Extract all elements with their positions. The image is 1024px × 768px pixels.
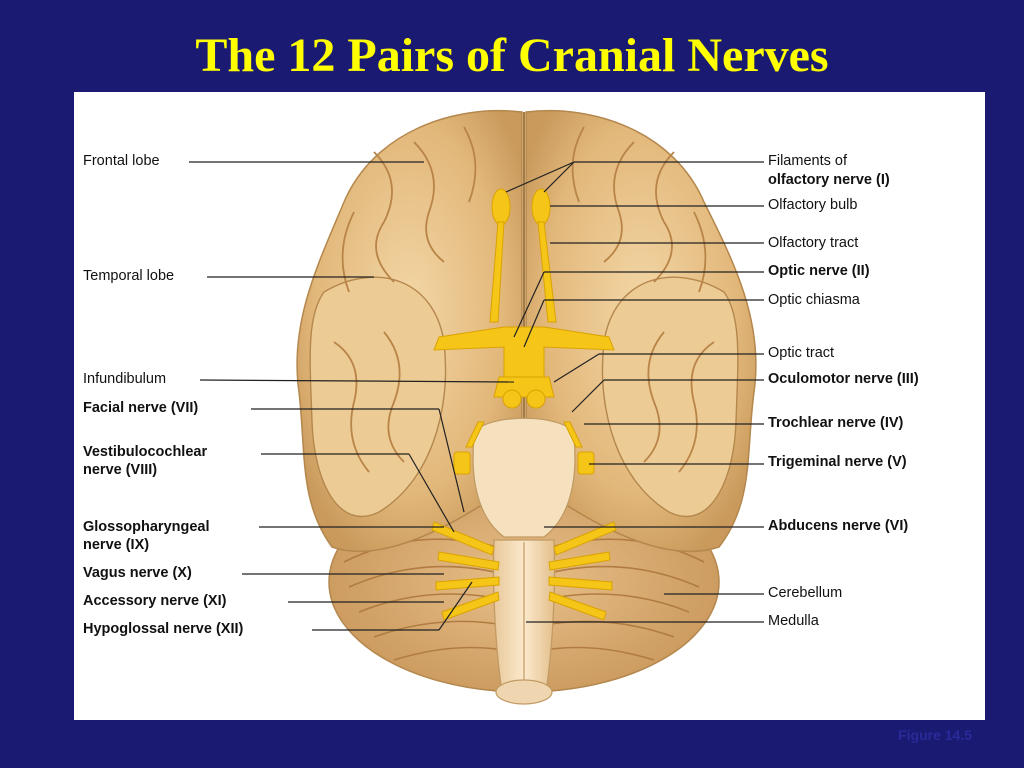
label-facial-nerve: Facial nerve (VII) bbox=[83, 400, 199, 416]
label-optic-tract: Optic tract bbox=[768, 345, 835, 361]
label-olfactory-tract: Olfactory tract bbox=[768, 235, 859, 251]
label-vagus-nerve: Vagus nerve (X) bbox=[83, 565, 192, 581]
diagram-panel: Frontal lobe Temporal lobe Infundibulum … bbox=[74, 92, 985, 720]
label-filaments-line2: olfactory nerve (I) bbox=[768, 172, 890, 188]
label-temporal-lobe: Temporal lobe bbox=[83, 268, 175, 284]
label-accessory-nerve: Accessory nerve (XI) bbox=[83, 593, 227, 609]
cerebrum-shape bbox=[296, 109, 757, 553]
label-glossopharyngeal-line2: nerve (IX) bbox=[83, 537, 150, 553]
label-optic-nerve: Optic nerve (II) bbox=[768, 263, 870, 279]
label-oculomotor-nerve: Oculomotor nerve (III) bbox=[768, 371, 919, 387]
brain-illustration bbox=[189, 109, 764, 705]
label-abducens-nerve: Abducens nerve (VI) bbox=[768, 518, 909, 534]
leader-lines bbox=[189, 161, 764, 631]
label-trigeminal-nerve: Trigeminal nerve (V) bbox=[768, 454, 907, 470]
label-trochlear-nerve: Trochlear nerve (IV) bbox=[768, 415, 904, 431]
label-olfactory-bulb: Olfactory bulb bbox=[768, 197, 858, 213]
nerves bbox=[431, 188, 617, 621]
label-hypoglossal-nerve: Hypoglossal nerve (XII) bbox=[83, 621, 244, 637]
label-medulla: Medulla bbox=[768, 613, 819, 629]
label-vestibulocochlear-line1: Vestibulocochlear bbox=[83, 444, 208, 460]
label-vestibulocochlear-line2: nerve (VIII) bbox=[83, 462, 158, 478]
label-glossopharyngeal-line1: Glossopharyngeal bbox=[83, 519, 210, 535]
figure-caption: Figure 14.5 bbox=[898, 727, 972, 743]
label-filaments-line1: Filaments of bbox=[768, 153, 847, 169]
label-infundibulum: Infundibulum bbox=[83, 371, 167, 387]
label-frontal-lobe: Frontal lobe bbox=[83, 153, 160, 169]
slide-title: The 12 Pairs of Cranial Nerves bbox=[195, 29, 829, 82]
brainstem-shape bbox=[472, 417, 576, 705]
label-cerebellum: Cerebellum bbox=[768, 585, 843, 601]
label-optic-chiasma: Optic chiasma bbox=[768, 292, 860, 308]
